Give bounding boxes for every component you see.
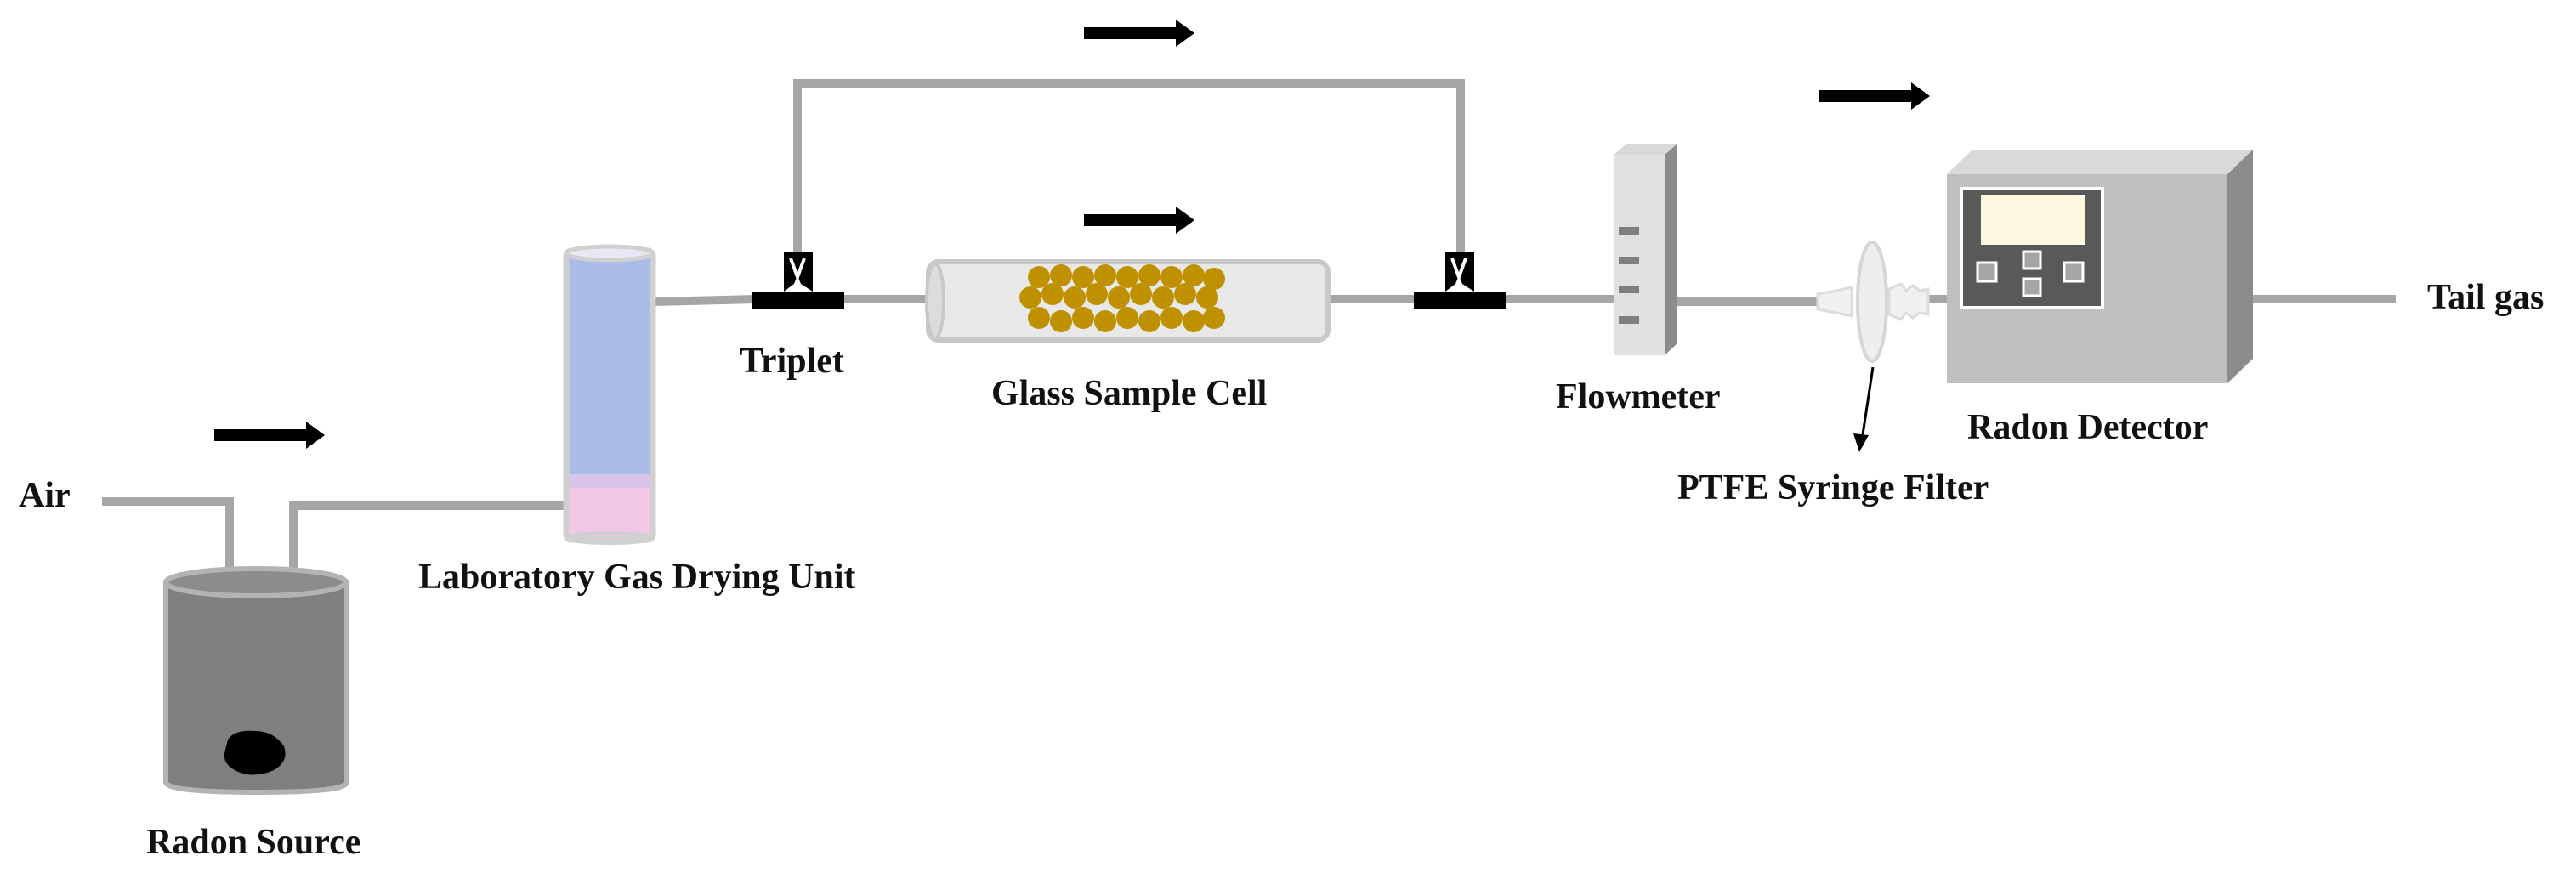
dryer-to-triplet-pipe: [654, 295, 757, 306]
radon-source-label: Radon Source: [146, 823, 360, 862]
filter-pointer-arrowhead: [1853, 434, 1869, 452]
tail-gas-label: Tail gas: [2427, 278, 2544, 317]
sample-beads: [1019, 264, 1225, 332]
flow-arrow-icon: [214, 422, 325, 449]
barrel-outlet-pipe: [289, 502, 568, 574]
glass-cell-label: Glass Sample Cell: [991, 374, 1267, 413]
triplet-connector-icon: [1414, 252, 1506, 309]
ptfe-filter-label: PTFE Syringe Filter: [1677, 468, 1989, 507]
radon-detector: [1947, 150, 2253, 383]
radon-rock-icon: [224, 730, 286, 775]
drying-unit-label: Laboratory Gas Drying Unit: [418, 558, 856, 597]
air-label: Air: [19, 476, 71, 515]
drying-unit: [563, 244, 656, 545]
flow-arrow-icon: [1819, 82, 1930, 110]
flowmeter: [1614, 144, 1677, 355]
flow-arrows: [214, 20, 1930, 449]
glass-sample-cell: [925, 259, 1331, 343]
radon-source-barrel: [163, 566, 349, 796]
pipes: [102, 79, 2396, 574]
filter-pointer-line: [1860, 366, 1875, 441]
air-inlet-pipe: [102, 497, 234, 574]
bypass-pipe: [793, 79, 1465, 255]
flow-arrow-icon: [1084, 20, 1194, 47]
flowmeter-scale: [1619, 227, 1639, 324]
ptfe-syringe-filter: [1816, 241, 1930, 452]
labels: Air Radon Source Laboratory Gas Drying U…: [19, 278, 2544, 862]
triplet-connector-icon: [752, 252, 844, 309]
radon-detector-label: Radon Detector: [1967, 408, 2208, 447]
detector-buttons: [1976, 250, 2085, 298]
flowmeter-label: Flowmeter: [1556, 377, 1721, 416]
triplet-label: Triplet: [740, 342, 844, 381]
flow-arrow-icon: [1084, 207, 1194, 234]
detector-screen: [1981, 196, 2085, 245]
